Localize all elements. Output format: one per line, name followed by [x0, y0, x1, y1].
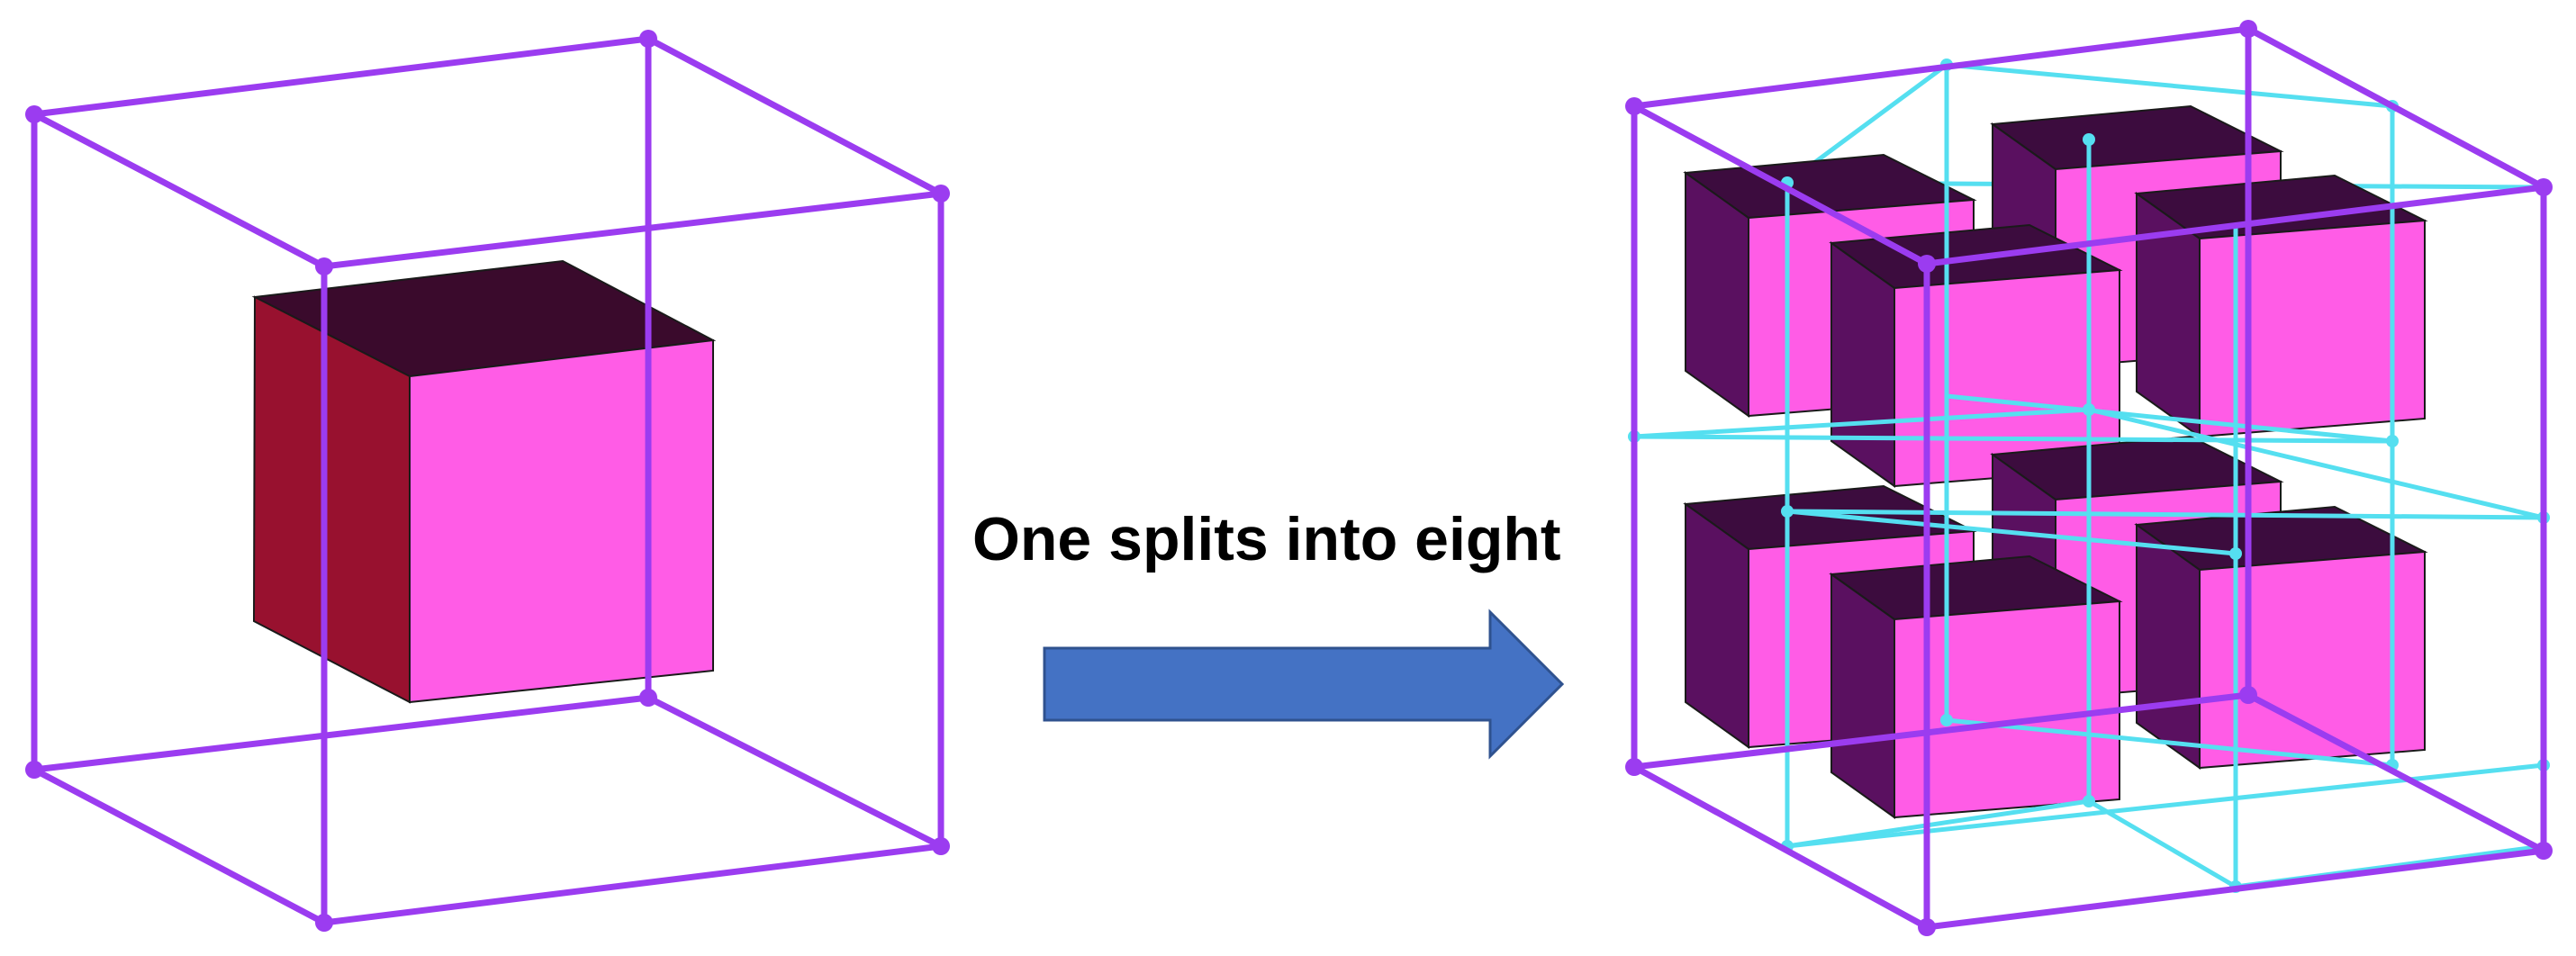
single-cube	[251, 259, 717, 704]
split-caption: One splits into eight	[972, 505, 1561, 573]
cube-front-face	[409, 338, 714, 704]
outer-frame-edge	[2245, 691, 2547, 854]
inner-grid-edge	[1786, 509, 2544, 520]
frame-vertex	[25, 105, 43, 123]
inner-grid-vertex	[2083, 133, 2095, 146]
outer-frame-edge	[1631, 763, 1930, 931]
frame-vertex	[932, 837, 950, 855]
frame-vertex	[25, 761, 43, 779]
inner-grid-edge	[2087, 798, 2237, 889]
cube-front-face	[2199, 219, 2426, 438]
split-cubes-diagram	[1625, 20, 2553, 936]
frame-edge	[31, 111, 328, 270]
inner-grid-edge	[1946, 62, 2393, 109]
frame-edge	[31, 35, 652, 118]
outer-frame-vertex	[2535, 178, 2553, 196]
inner-grid-edge	[1786, 509, 2237, 556]
inner-grid-edge	[1633, 434, 2391, 444]
inner-grid-edge	[1786, 762, 2544, 849]
outer-frame-vertex	[1918, 918, 1936, 936]
outer-frame-edge	[1631, 691, 2252, 771]
frame-edge	[645, 694, 945, 850]
frame-edge	[31, 694, 652, 773]
cube-front-right-top	[2134, 174, 2428, 438]
frame-vertex	[315, 914, 333, 932]
outer-frame-vertex	[1625, 97, 1643, 115]
outer-frame-vertex	[2239, 20, 2257, 38]
inner-grid-edge	[1946, 393, 2393, 444]
outer-frame-vertex	[1625, 758, 1643, 776]
inner-grid-edge	[1786, 798, 2090, 849]
frame-vertex	[639, 689, 657, 707]
inner-grid-vertex	[2083, 403, 2095, 416]
inner-grid-edge	[1633, 407, 2090, 439]
outer-frame-edge	[1923, 184, 2547, 267]
outer-frame-vertex	[2239, 686, 2257, 704]
frame-edge	[321, 843, 945, 926]
outer-frame-vertex	[2535, 842, 2553, 860]
frame-edge	[645, 35, 945, 197]
split-arrow	[1043, 609, 1565, 760]
frame-vertex	[639, 30, 657, 48]
frame-vertex	[315, 257, 333, 275]
outer-frame-edge	[2245, 25, 2547, 191]
outer-frame-vertex	[1918, 255, 1936, 273]
arrow-shape	[1043, 609, 1565, 760]
cube-front-right-bottom	[2134, 505, 2428, 770]
inner-grid-vertex	[2083, 795, 2095, 807]
inner-grid-edge	[2088, 407, 2544, 520]
frame-vertex	[932, 185, 950, 203]
outer-frame-edge	[1923, 847, 2547, 931]
outer-frame-edge	[1631, 103, 1930, 267]
inner-grid-edge	[1946, 717, 2393, 768]
inner-grid-vertex	[1781, 505, 1794, 518]
inner-grid-vertex	[1940, 714, 1953, 726]
cube-front-left-bottom	[1829, 555, 2123, 819]
inner-grid-vertex	[2386, 435, 2399, 447]
frame-edge	[321, 190, 945, 270]
frame-edge	[31, 766, 328, 926]
outer-frame-edge	[1631, 25, 2252, 110]
cube-front-face	[1894, 600, 2120, 819]
inner-grid-vertex	[2229, 547, 2242, 560]
single-cube-diagram	[25, 30, 950, 932]
